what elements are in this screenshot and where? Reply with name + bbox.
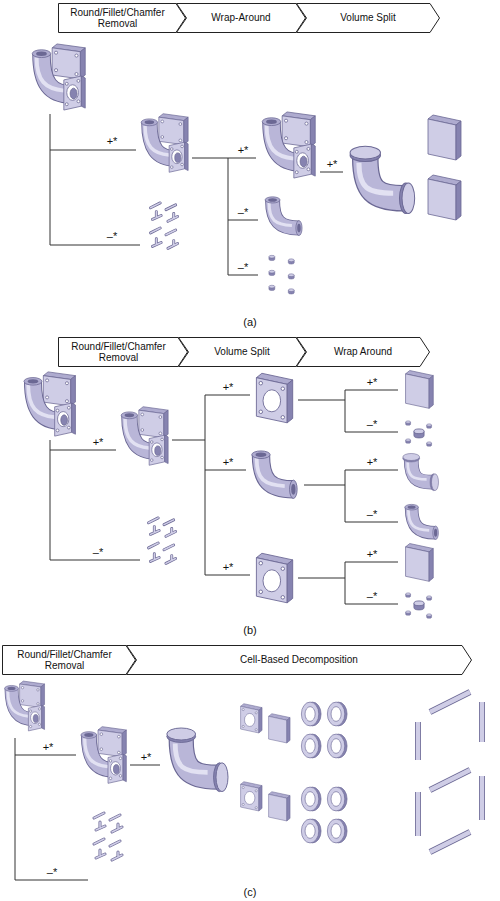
step-name: Round/Fillet/Chamfer Removal: [63, 341, 174, 363]
step-name: Round/Fillet/Chamfer Removal: [7, 649, 122, 671]
part-figure: [269, 792, 290, 821]
step-name: Wrap-Around: [211, 12, 270, 23]
branch-sign: –*: [106, 231, 118, 242]
part-figure: [269, 255, 294, 294]
part-figure: [269, 714, 290, 743]
part-figure: [265, 197, 302, 236]
tree-line: [50, 390, 398, 604]
part-figure: [252, 451, 297, 499]
part-figure: [406, 544, 434, 582]
part-figure: [327, 734, 347, 758]
part-figure: [406, 421, 432, 446]
branch-sign: +*: [140, 752, 153, 763]
branch-sign: –*: [237, 207, 249, 218]
panel-caption: (c): [243, 887, 258, 898]
branch-sign: +*: [222, 457, 235, 468]
part-figure: [167, 728, 228, 792]
branch-sign: –*: [46, 867, 58, 878]
branch-sign: +*: [42, 742, 55, 753]
part-figure: [151, 203, 178, 248]
bar-pieces: [418, 692, 482, 852]
part-figure: [406, 371, 434, 409]
branch-sign: –*: [366, 591, 378, 602]
process-chevron: Round/Fillet/Chamfer Removal: [58, 3, 186, 33]
branch-sign: +*: [222, 382, 235, 393]
branch-sign: +*: [366, 377, 379, 388]
part-figure: [5, 681, 45, 731]
process-chevron: Wrap Around: [296, 337, 430, 367]
part-figure: [32, 44, 85, 110]
part-figure: [301, 734, 321, 758]
branch-sign: –*: [92, 547, 104, 558]
panel-caption: (b): [242, 625, 257, 636]
part-figure: [241, 704, 262, 733]
part-figure: [256, 553, 292, 603]
part-figure: [405, 504, 439, 539]
process-chevron: Volume Split: [296, 3, 440, 33]
part-figure: [301, 819, 321, 843]
branch-sign: +*: [92, 437, 105, 448]
part-figure: [406, 593, 432, 618]
step-name: Wrap Around: [334, 346, 392, 357]
part-figure: [241, 782, 262, 811]
branch-sign: +*: [326, 159, 339, 170]
branch-sign: +*: [106, 136, 119, 147]
branch-sign: +*: [366, 549, 379, 560]
part-figure: [403, 454, 439, 491]
part-figure: [81, 727, 126, 784]
branch-sign: +*: [222, 562, 235, 573]
part-figure: [301, 787, 321, 811]
process-chevron: Cell-Based Decomposition: [126, 645, 472, 675]
part-figure: [262, 112, 315, 178]
part-figure: [94, 813, 122, 860]
part-figure: [428, 175, 461, 220]
part-figure: [327, 819, 347, 843]
branch-sign: +*: [237, 145, 250, 156]
panel-caption: (a): [242, 317, 257, 328]
part-figure: [141, 114, 188, 173]
part-figure: [121, 407, 168, 466]
part-figure: [350, 146, 415, 213]
process-chevron: Volume Split: [178, 337, 306, 367]
process-chevron: Wrap-Around: [176, 3, 306, 33]
part-figure: [149, 518, 176, 563]
branch-sign: –*: [237, 262, 249, 273]
branch-sign: +*: [366, 457, 379, 468]
step-name: Cell-Based Decomposition: [240, 654, 358, 665]
part-figure: [256, 373, 292, 423]
step-name: Round/Fillet/Chamfer Removal: [63, 7, 172, 29]
process-chevron: Round/Fillet/Chamfer Removal: [58, 337, 188, 367]
part-figure: [327, 787, 347, 811]
step-name: Volume Split: [214, 346, 270, 357]
part-figure: [327, 702, 347, 726]
process-chevron: Round/Fillet/Chamfer Removal: [2, 645, 136, 675]
part-figure: [301, 702, 321, 726]
part-figure: [428, 115, 461, 160]
step-name: Volume Split: [340, 12, 396, 23]
part-figure: [24, 372, 75, 436]
branch-sign: –*: [366, 509, 378, 520]
branch-sign: –*: [366, 419, 378, 430]
